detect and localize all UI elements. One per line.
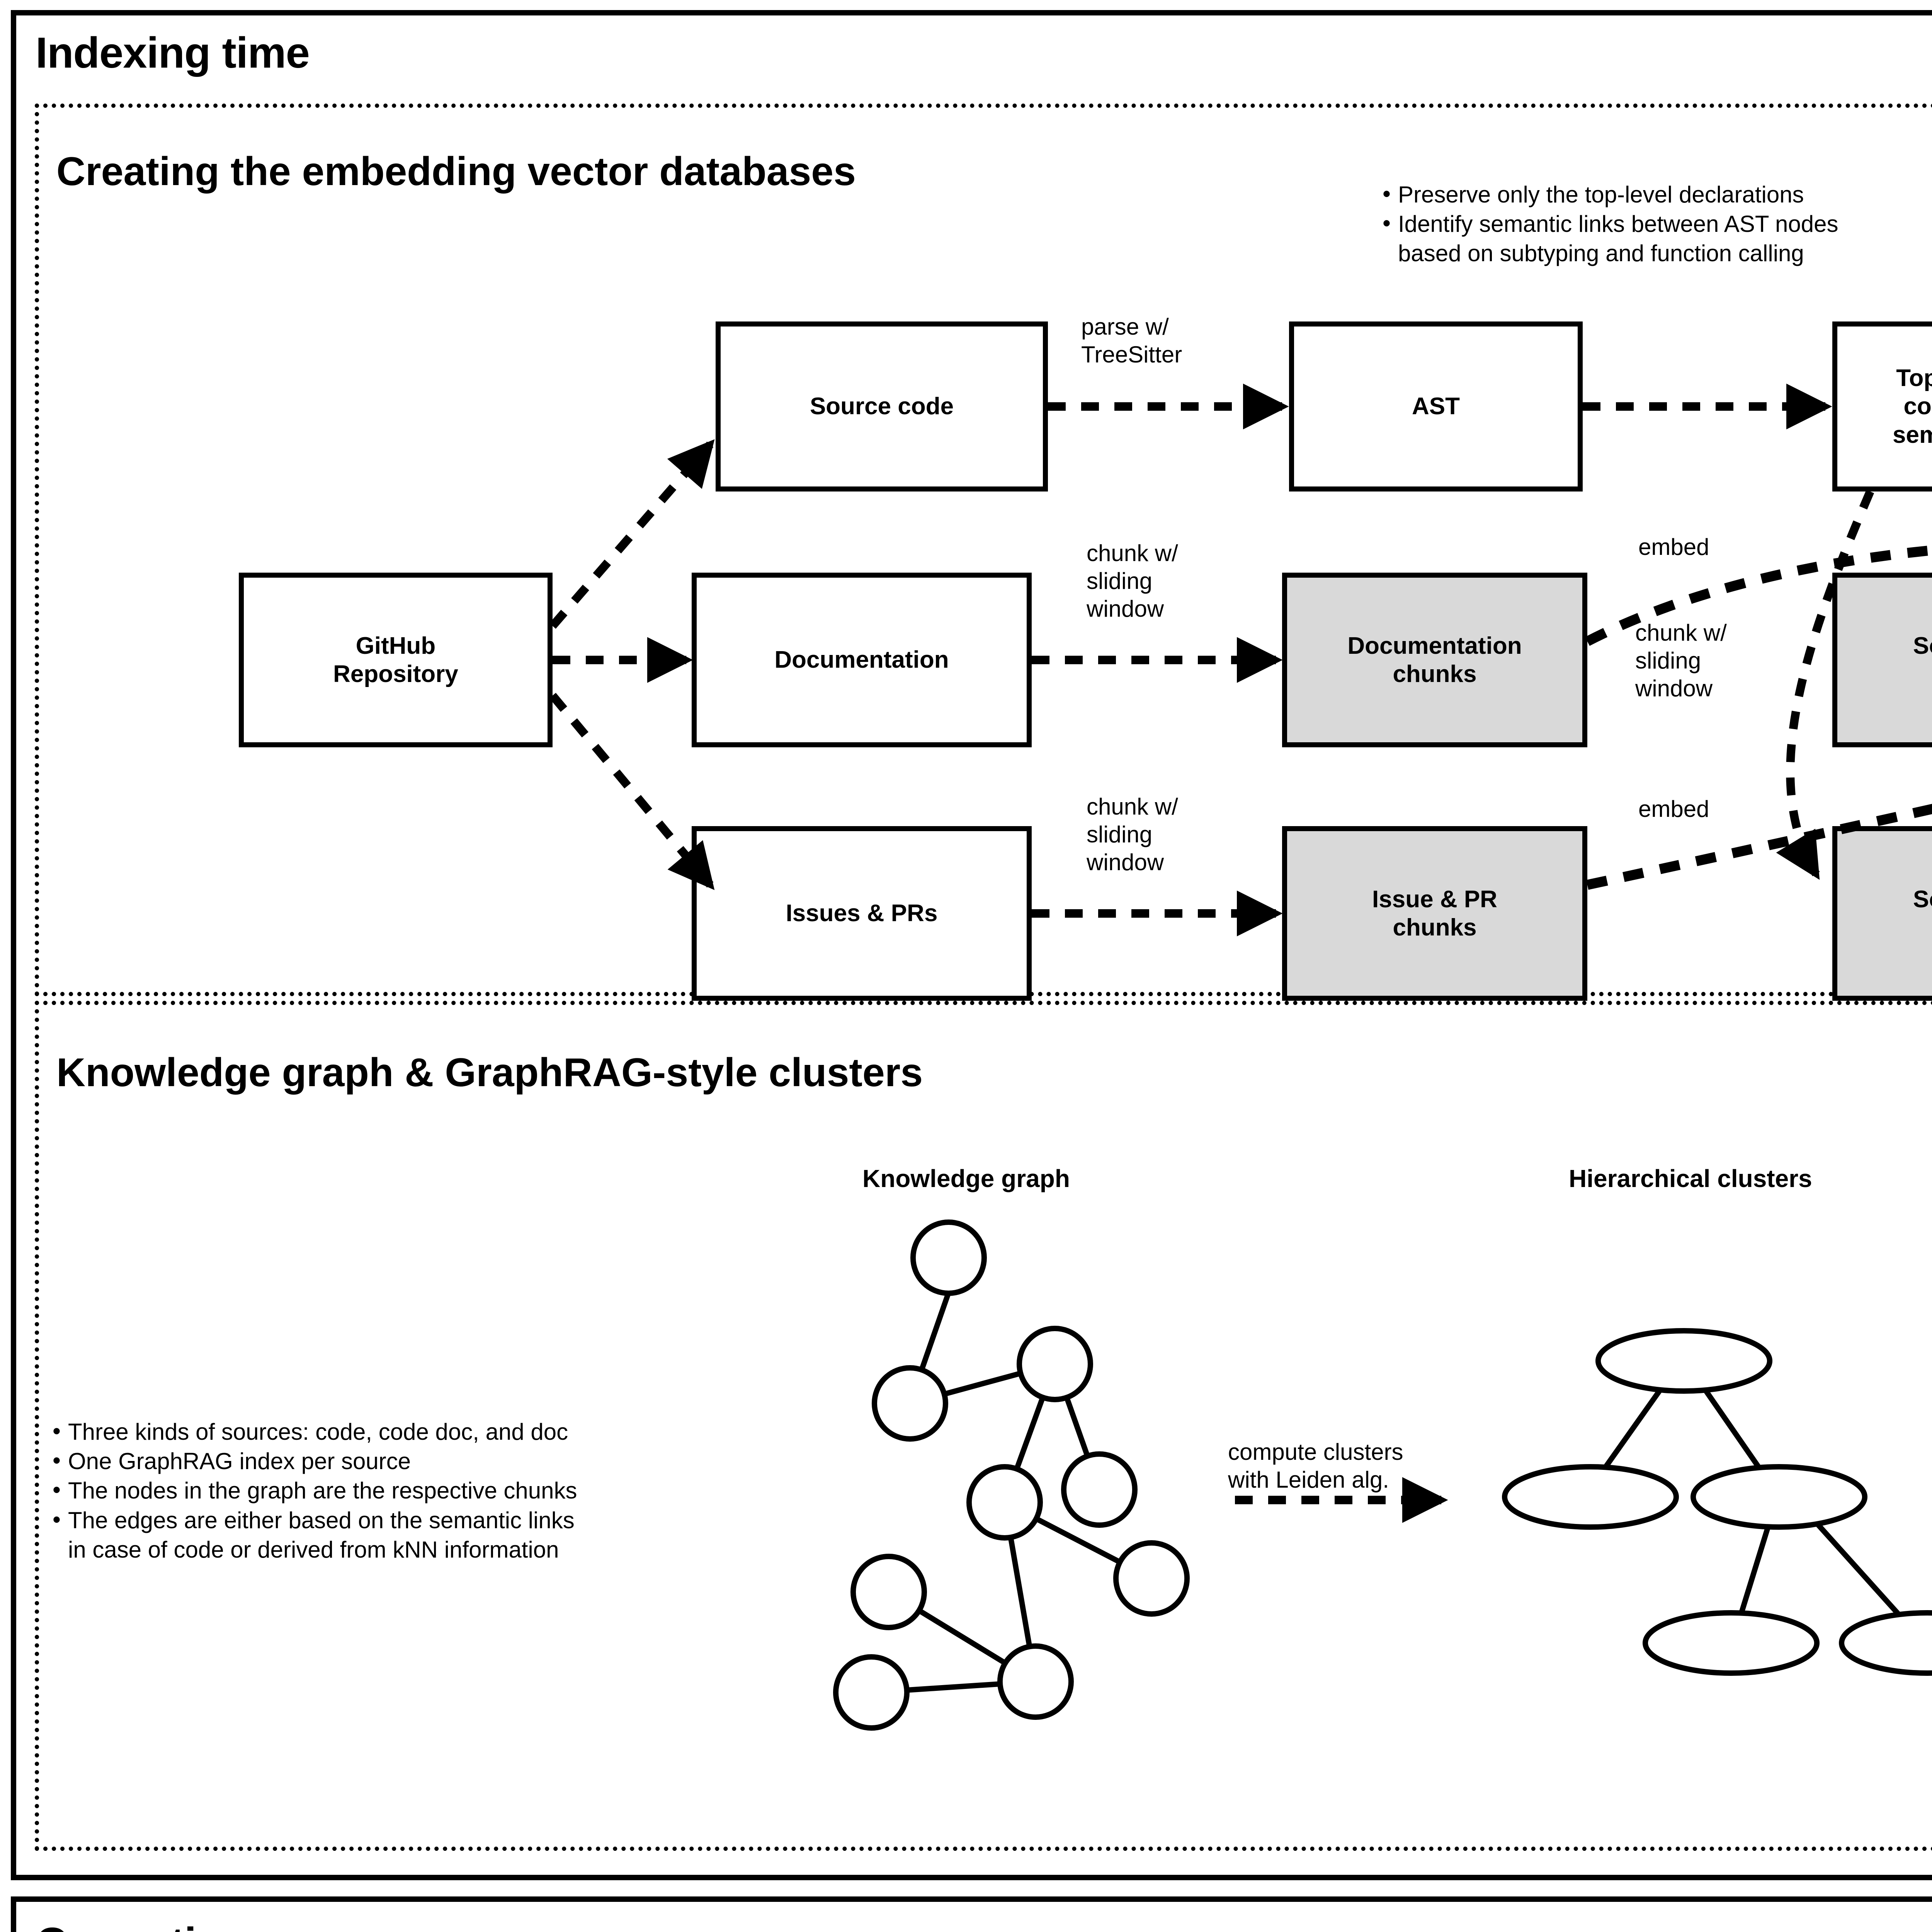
subsection-title-embedding-vector-databases: Creating the embedding vector databases	[56, 149, 856, 194]
cluster-node-label-s3: S3	[1764, 1485, 1794, 1512]
knowledge-graph-title: Knowledge graph	[862, 1165, 1070, 1192]
section-title-query-time: Query time	[36, 1920, 258, 1932]
node-source-code-chunks[interactable]: Source code chunks	[1832, 826, 1932, 1001]
kg-bullet-item: One GraphRAG index per source	[50, 1446, 885, 1476]
edge-label-chunk-code: chunk w/ sliding window	[1635, 620, 1727, 701]
ast-note-item: Identify semantic links between AST node…	[1380, 209, 1932, 268]
edge-label-embed-documentation: embed	[1638, 534, 1709, 560]
node-source-code[interactable]: Source code	[716, 321, 1048, 492]
kg-bullet-item: The nodes in the graph are the respectiv…	[50, 1475, 885, 1505]
hierarchical-clusters-title: Hierarchical clusters	[1569, 1165, 1812, 1192]
node-documentation[interactable]: Documentation	[692, 573, 1032, 747]
node-documentation-chunks[interactable]: Documentation chunks	[1282, 573, 1587, 747]
node-ast[interactable]: AST	[1289, 321, 1583, 492]
cluster-node-label-s2: S2	[1716, 1631, 1746, 1658]
node-github-repository[interactable]: GitHub Repository	[239, 573, 553, 747]
subsection-title-knowledge-graph: Knowledge graph & GraphRAG-style cluster…	[56, 1050, 923, 1095]
kg-bullet-item: Three kinds of sources: code, code doc, …	[50, 1417, 885, 1447]
section-query-time	[11, 1896, 1932, 1932]
cluster-node-label-s1: S1	[1913, 1631, 1932, 1658]
kg-bullet-item: The edges are either based on the semant…	[50, 1505, 885, 1565]
edge-label-compute-clusters: compute clusters with Leiden alg.	[1228, 1439, 1403, 1493]
ast-note-item: Preserve only the top-level declarations	[1380, 179, 1932, 209]
edge-label-chunk-documentation: chunk w/ sliding window	[1087, 540, 1178, 622]
section-title-indexing-time: Indexing time	[36, 29, 310, 77]
edge-label-chunk-issues: chunk w/ sliding window	[1087, 794, 1178, 875]
cluster-node-label-s4: S4	[1576, 1485, 1605, 1512]
node-issues-and-prs[interactable]: Issues & PRs	[692, 826, 1032, 1001]
node-source-code-summary[interactable]: Source code summary	[1832, 573, 1932, 747]
node-top-level-code-constructs[interactable]: Top-level code constructs (+ semantic li…	[1832, 321, 1932, 492]
edge-label-embed-issue: embed	[1638, 796, 1709, 822]
ast-notes: Preserve only the top-level declarations…	[1380, 179, 1932, 269]
node-issue-and-pr-chunks[interactable]: Issue & PR chunks	[1282, 826, 1587, 1001]
cluster-node-label-s5: S5	[1669, 1349, 1699, 1376]
edge-label-parse: parse w/ TreeSitter	[1081, 314, 1182, 367]
knowledge-graph-bullets: Three kinds of sources: code, code doc, …	[50, 1417, 885, 1565]
